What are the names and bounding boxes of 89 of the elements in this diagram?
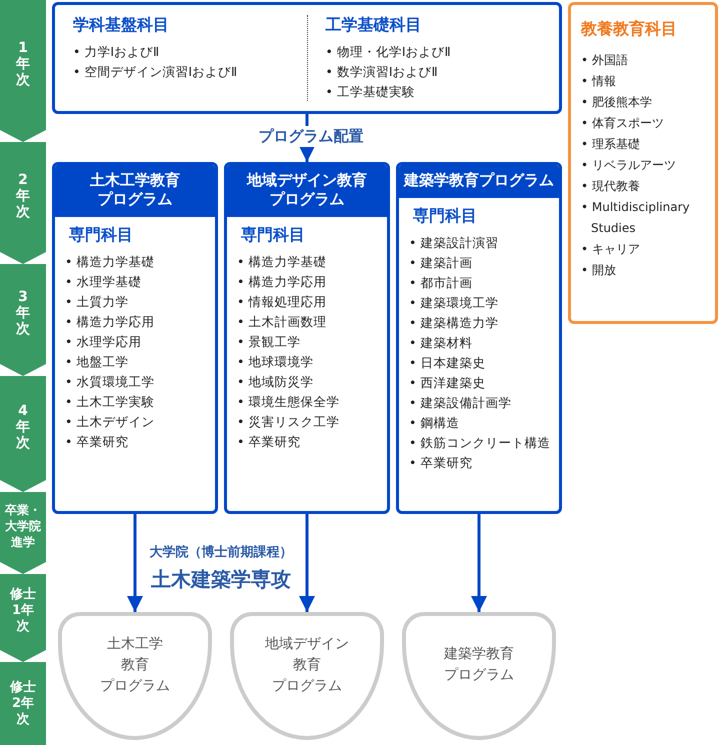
program-box xyxy=(52,162,218,514)
list-item: • 環境生態保全学 xyxy=(237,393,340,411)
list-item: • 理系基礎 xyxy=(581,136,641,153)
chevron-arrow xyxy=(0,128,46,142)
subject-box xyxy=(52,2,562,114)
list-item: • Multidisciplinary Studies xyxy=(581,199,691,237)
subject-box xyxy=(568,2,718,324)
list-item: • 建築材料 xyxy=(409,334,474,352)
list-item: • 建築設計演習 xyxy=(409,234,500,252)
list-item: • 構造力学応用 xyxy=(65,313,156,331)
list-item: • 日本建築史 xyxy=(409,354,486,372)
program-box xyxy=(396,162,562,514)
arrow xyxy=(127,514,143,612)
list-item: • 肥後熊本学 xyxy=(581,94,653,111)
box-heading: 教養教育科目 xyxy=(581,19,678,40)
list-item: • 地球環境学 xyxy=(237,353,314,371)
year-label: 卒業・大学院進学 xyxy=(5,502,41,550)
list-item: • 地域防災学 xyxy=(237,373,314,391)
list-item: • 情報 xyxy=(581,73,617,90)
list-item: • 土木デザイン xyxy=(65,413,156,431)
list-item: • 卒業研究 xyxy=(65,433,130,451)
chevron-arrow xyxy=(0,478,46,492)
year-label: 4年次 xyxy=(16,403,30,451)
list-item: • 構造力学基礎 xyxy=(237,253,328,271)
list-item: • 鉄筋コンクリート構造 xyxy=(409,434,552,452)
list-item: • キャリア xyxy=(581,241,641,258)
list-item: • 建築設備計画学 xyxy=(409,394,512,412)
list-item: • 土木工学実験 xyxy=(65,393,156,411)
program-header: 地域デザイン教育プログラム xyxy=(227,165,387,217)
list-item: • 空間デザイン演習ⅠおよびⅡ xyxy=(73,63,238,81)
program-box xyxy=(224,162,390,514)
list-item: • 卒業研究 xyxy=(409,454,474,472)
program-header: 建築学教育プログラム xyxy=(399,165,559,198)
heading-title: 土木建築学専攻 xyxy=(150,566,292,593)
list-item: • 卒業研究 xyxy=(237,433,302,451)
list-item: • 土木計画数理 xyxy=(237,313,328,331)
list-item: • 現代教養 xyxy=(581,178,641,195)
year-label: 修士2年次 xyxy=(10,680,36,728)
list-item: • 開放 xyxy=(581,262,617,279)
list-item: • 外国語 xyxy=(581,52,629,69)
box-heading: 専門科目 xyxy=(413,206,478,227)
chevron-arrow xyxy=(0,250,46,264)
chevron-arrow xyxy=(0,362,46,376)
list-item: • 力学ⅠおよびⅡ xyxy=(73,43,160,61)
year-band xyxy=(0,492,46,560)
box-heading: 学科基盤科目 xyxy=(73,15,170,36)
list-item: • 水質環境工学 xyxy=(65,373,156,391)
box-heading: 工学基礎科目 xyxy=(326,15,422,36)
box-heading: 専門科目 xyxy=(241,225,306,246)
year-label: 修士1年次 xyxy=(10,587,36,635)
list-item: • 土質力学 xyxy=(65,293,130,311)
year-band xyxy=(0,662,46,745)
list-item: • 建築構造力学 xyxy=(409,314,500,332)
list-item: • 建築計画 xyxy=(409,254,474,272)
program-header: 土木工学教育プログラム xyxy=(55,165,215,217)
list-item: • 西洋建築史 xyxy=(409,374,486,392)
list-item: • 都市計画 xyxy=(409,274,474,292)
year-band xyxy=(0,142,46,250)
list-item: • 体育スポーツ xyxy=(581,115,665,132)
year-band xyxy=(0,376,46,478)
list-item: • 数学演習ⅠおよびⅡ xyxy=(326,63,439,81)
year-band xyxy=(0,574,46,648)
year-label: 3年次 xyxy=(16,289,30,337)
list-item: • 水理学基礎 xyxy=(65,273,142,291)
program-name: 地域デザイン教育プログラム xyxy=(264,634,350,696)
arrow xyxy=(299,514,315,612)
chevron-arrow xyxy=(0,648,46,662)
list-item: • 災害リスク工学 xyxy=(237,413,340,431)
heading-subtitle: 大学院（博士前期課程） xyxy=(148,544,294,561)
list-item: • 水理学応用 xyxy=(65,333,142,351)
list-item: • 建築環境工学 xyxy=(409,294,500,312)
list-item: • リベラルアーツ xyxy=(581,157,677,174)
program-name: 建築学教育プログラム xyxy=(442,645,515,685)
year-band xyxy=(0,264,46,362)
list-item: • 物理・化学ⅠおよびⅡ xyxy=(326,43,452,61)
list-item: • 情報処理応用 xyxy=(237,293,328,311)
list-item: • 構造力学基礎 xyxy=(65,253,156,271)
arrow xyxy=(471,514,487,612)
chevron-arrow xyxy=(0,560,46,574)
program-name: 土木工学教育プログラム xyxy=(99,634,171,696)
list-item: • 工学基礎実験 xyxy=(326,83,416,101)
box-heading: 専門科目 xyxy=(69,225,134,246)
year-label: 2年次 xyxy=(16,172,30,220)
year-label: 1年次 xyxy=(16,40,30,88)
year-band xyxy=(0,0,46,128)
list-item: • 地盤工学 xyxy=(65,353,130,371)
list-item: • 構造力学応用 xyxy=(237,273,328,291)
list-item: • 鋼構造 xyxy=(409,414,460,432)
list-item: • 景観工学 xyxy=(237,333,302,351)
